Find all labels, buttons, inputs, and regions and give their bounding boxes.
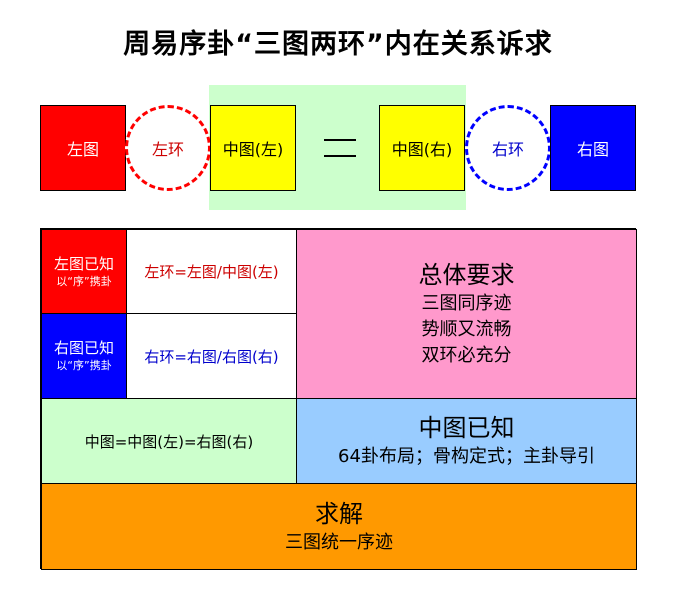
solve-heading: 求解	[315, 499, 363, 528]
equals-bar-bottom	[324, 155, 356, 157]
left-map-box: 左图	[40, 105, 126, 191]
right-ring: 右环	[465, 105, 551, 191]
middle-left-label: 中图(左)	[222, 140, 284, 159]
middle-right-box: 中图(右)	[379, 105, 465, 191]
left-known-title: 左图已知	[53, 254, 114, 273]
middle-formula-text: 中图=中图(左)=右图(右)	[84, 432, 254, 451]
left-known-subtitle: 以“序”携卦	[56, 274, 112, 288]
overall-item-1: 三图同序迹	[421, 293, 512, 314]
overall-item-2: 势顺又流畅	[421, 319, 512, 340]
right-formula-text: 右环=右图/右图(右)	[144, 347, 279, 366]
solve-detail: 三图统一序迹	[285, 531, 393, 553]
middle-known-cell: 中图已知 64卦布局；骨构定式；主卦导引	[296, 398, 637, 484]
right-known-subtitle: 以“序”携卦	[56, 359, 112, 372]
right-ring-label: 右环	[491, 140, 524, 159]
solve-cell: 求解 三图统一序迹	[41, 483, 637, 570]
overall-item-3: 双环必充分	[421, 345, 512, 366]
overall-requirements-cell: 总体要求 三图同序迹 势顺又流畅 双环必充分	[296, 229, 637, 399]
relation-grid: 左图已知 以“序”携卦 左环=左图/中图(左) 右图已知 以“序”携卦 右环=右…	[40, 228, 637, 570]
middle-known-heading: 中图已知	[418, 414, 515, 442]
middle-formula-cell: 中图=中图(左)=右图(右)	[41, 398, 297, 484]
middle-right-label: 中图(右)	[391, 140, 453, 159]
equals-sign	[320, 128, 360, 168]
right-formula-cell: 右环=右图/右图(右)	[126, 313, 297, 399]
middle-left-box: 中图(左)	[210, 105, 296, 191]
right-known-title: 右图已知	[53, 339, 114, 357]
right-known-cell: 右图已知 以“序”携卦	[41, 313, 127, 399]
left-known-cell: 左图已知 以“序”携卦	[41, 229, 127, 314]
right-map-label: 右图	[576, 140, 609, 159]
equals-bar-top	[324, 139, 356, 141]
left-formula-text: 左环=左图/中图(左)	[144, 263, 279, 281]
left-ring-label: 左环	[151, 140, 184, 159]
left-map-label: 左图	[66, 140, 99, 159]
page-title: 周易序卦“三图两环”内在关系诉求	[123, 29, 553, 60]
overall-heading: 总体要求	[418, 261, 515, 289]
left-formula-cell: 左环=左图/中图(左)	[126, 229, 297, 314]
middle-known-detail: 64卦布局；骨构定式；主卦导引	[338, 446, 595, 467]
right-map-box: 右图	[550, 105, 636, 191]
left-ring: 左环	[125, 105, 211, 191]
